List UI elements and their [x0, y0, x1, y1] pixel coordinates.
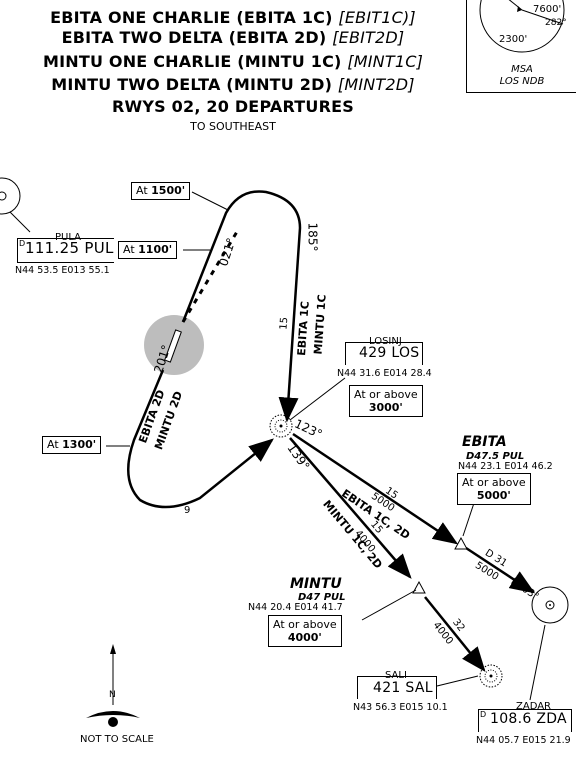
los-ndb-icon	[269, 414, 293, 438]
route-ebita-zadar	[465, 546, 536, 594]
north-label: N	[109, 690, 116, 700]
msa-circle-icon	[479, 0, 565, 53]
ebita-fix-icon	[454, 536, 468, 550]
title-line-2: EBITA TWO DELTA (EBITA 2D) [EBIT2D]	[61, 28, 405, 47]
fix-mintu-coord: N44 20.4 E014 41.7	[248, 602, 343, 613]
constraint-1500: At 1500'	[131, 182, 191, 200]
title-line-1: EBITA ONE CHARLIE (EBITA 1C) [EBIT1C)]	[50, 8, 416, 27]
climb-segment	[181, 229, 240, 323]
msa-navaid: LOS NDB	[499, 76, 545, 87]
constraint-los-3000: At or above 3000'	[349, 385, 423, 417]
not-to-scale: NOT TO SCALE	[80, 734, 154, 745]
dist-15a: 15	[278, 316, 291, 331]
route-mintu-sali	[424, 596, 486, 672]
fix-ebita-dme: D47.5 PUL	[466, 451, 525, 462]
route-north	[181, 190, 302, 423]
title-line-3: MINTU ONE CHARLIE (MINTU 1C) [MINT1C]	[42, 52, 424, 71]
route-to-ebita	[292, 432, 459, 545]
runway	[164, 329, 182, 363]
constraint-mintu-4000: At or above 4000'	[268, 615, 342, 647]
constraint-ebita-5000: At or above 5000'	[457, 473, 531, 505]
fix-mintu-dme: D47 PUL	[298, 592, 346, 603]
msa-alt-south: 2300'	[499, 34, 528, 45]
fix-ebita-coord: N44 23.1 E014 46.2	[458, 461, 553, 472]
msa-alt-north: 7600'	[533, 4, 562, 15]
scale-wings-icon	[86, 711, 140, 727]
constraint-1300: At 1300'	[42, 436, 102, 454]
route-to-mintu	[289, 437, 412, 579]
pula-vor-icon	[0, 177, 21, 215]
crs-185: 185°	[305, 222, 320, 252]
msa-box: 7600' 282° 2300' MSA LOS NDB	[466, 0, 576, 93]
msa-label: MSA	[511, 64, 533, 75]
sali-ndb-icon	[479, 664, 503, 688]
dist-9: 9	[184, 505, 191, 516]
fix-mintu-name: MINTU	[290, 576, 342, 592]
constraint-1100: At 1100'	[118, 241, 178, 259]
fix-ebita-name: EBITA	[462, 434, 507, 450]
title-line-5: RWYS 02, 20 DEPARTURES	[112, 97, 354, 116]
route-south	[127, 369, 274, 509]
msa-bearing: 282°	[545, 18, 567, 28]
subtitle: TO SOUTHEAST	[190, 120, 276, 133]
mintu-fix-icon	[412, 580, 426, 594]
title-line-4: MINTU TWO DELTA (MINTU 2D) [MINT2D]	[51, 75, 415, 94]
